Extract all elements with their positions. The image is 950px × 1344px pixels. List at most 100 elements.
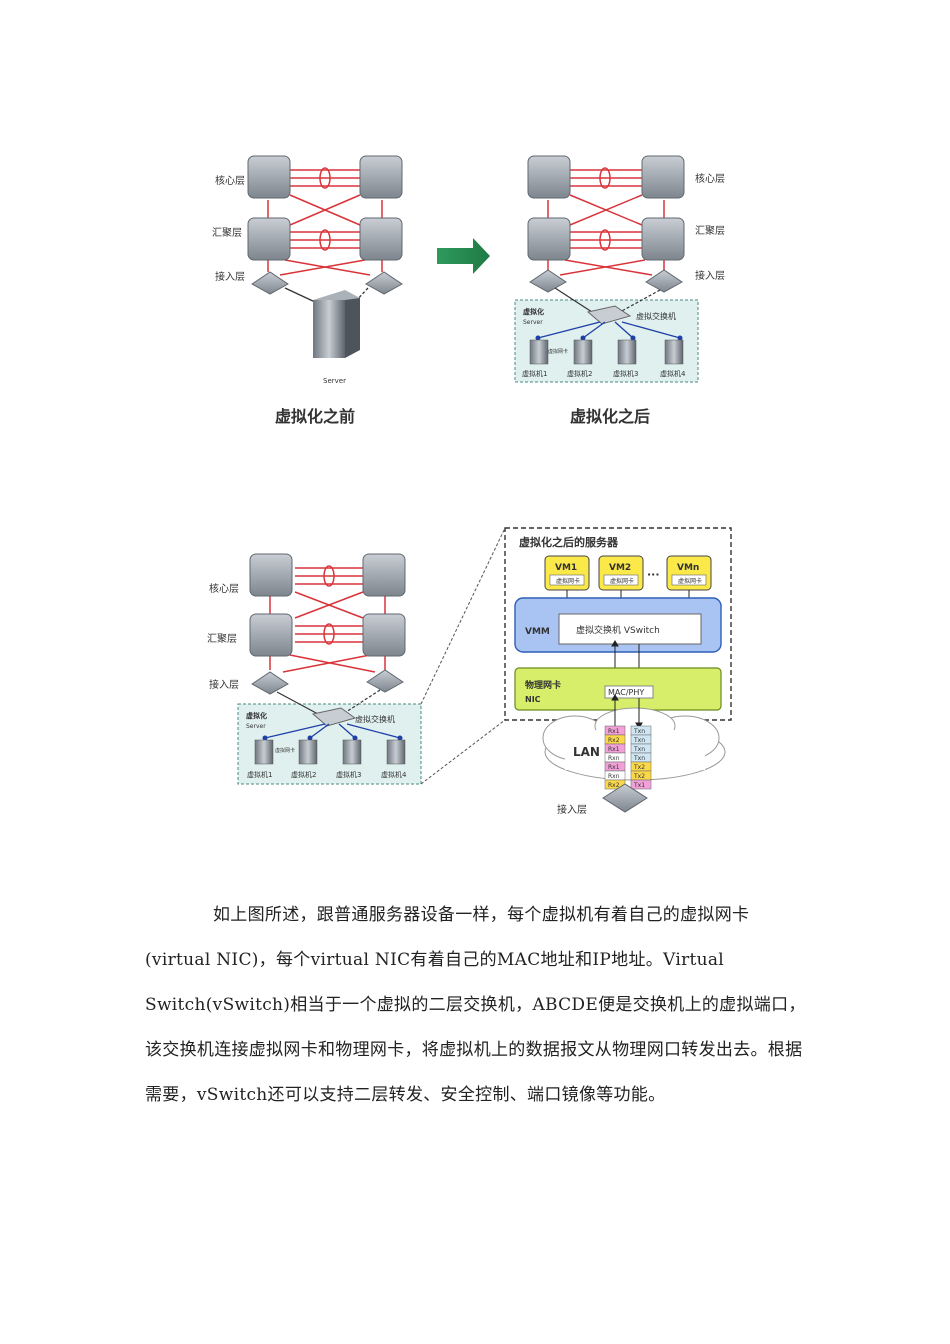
vswitch-box xyxy=(558,613,702,645)
rx-1: Rx1 xyxy=(608,728,620,735)
before-layer-access: 接入层 xyxy=(215,270,245,283)
switch-icon xyxy=(359,155,403,199)
switch-icon xyxy=(527,155,571,199)
switch-icon xyxy=(247,217,291,261)
tx-4: Txn xyxy=(633,755,645,762)
body-paragraph: 如上图所述，跟普通服务器设备一样，每个虚拟机有着自己的虚拟网卡(virtual … xyxy=(145,905,806,1105)
after-layer-aggregation: 汇聚层 xyxy=(695,224,725,237)
vm-n-name: VMn xyxy=(677,563,699,573)
switch-icon xyxy=(641,217,685,261)
tx-queue xyxy=(630,725,652,790)
switch-icon xyxy=(362,613,406,657)
caption-before: 虚拟化之前 xyxy=(275,407,355,426)
after-vm-2: 虚拟机2 xyxy=(567,369,592,378)
vm-icon xyxy=(342,739,362,765)
tx-3: Txn xyxy=(633,746,645,753)
tx-5: Tx2 xyxy=(633,764,645,771)
left-virt-label: 虚拟化 xyxy=(246,711,267,720)
vm-icon xyxy=(298,739,318,765)
rx-3: Rx1 xyxy=(608,746,620,753)
switch-icon xyxy=(362,553,406,597)
vm-icon xyxy=(529,339,549,365)
macphy-label: MAC/PHY xyxy=(608,688,644,697)
tx-7: Tx1 xyxy=(633,782,645,789)
left-vswitch-label: 虚拟交换机 xyxy=(355,714,395,724)
figure-before-after: 核心层 汇聚层 接入层 Server 虚拟化之前 核心层 汇聚层 接入层 xyxy=(212,155,725,426)
vswitch-icon xyxy=(586,305,632,325)
server-label: Server xyxy=(323,377,346,385)
after-layer-core: 核心层 xyxy=(695,172,725,185)
switch-icon xyxy=(527,217,571,261)
rx-2: Rx2 xyxy=(608,737,620,744)
vswitch-icon xyxy=(311,707,357,727)
left-layer-aggregation: 汇聚层 xyxy=(207,632,237,645)
nic-en-label: NIC xyxy=(525,695,541,704)
caption-after: 虚拟化之后 xyxy=(570,407,650,426)
before-layer-core: 核心层 xyxy=(215,174,245,187)
switch-icon xyxy=(359,217,403,261)
vm-ellipsis: ··· xyxy=(647,568,660,581)
tx-2: Txn xyxy=(633,737,645,744)
server-icon xyxy=(313,290,360,358)
left-layer-access: 接入层 xyxy=(209,678,239,691)
vm-icon xyxy=(386,739,406,765)
access-switch-icon xyxy=(251,271,289,295)
transition-arrow-icon xyxy=(437,238,490,274)
macphy-box xyxy=(604,685,654,699)
switch-icon xyxy=(249,613,293,657)
before-layer-aggregation: 汇聚层 xyxy=(212,226,242,239)
after-virt-sub: Server xyxy=(523,319,543,326)
access-switch-icon xyxy=(251,671,289,695)
vm-1-nic: 虚拟网卡 xyxy=(556,577,580,585)
left-switches xyxy=(249,553,406,695)
vm-2-nic: 虚拟网卡 xyxy=(610,577,634,585)
left-links xyxy=(269,565,386,673)
rx-5: Rx1 xyxy=(608,764,620,771)
after-vm-3: 虚拟机3 xyxy=(613,369,638,378)
left-vm-1: 虚拟机1 xyxy=(247,770,272,779)
vm-icon xyxy=(254,739,274,765)
after-links xyxy=(547,167,665,276)
vm-2-name: VM2 xyxy=(609,563,631,573)
left-vnic-label: 虚拟网卡 xyxy=(275,747,295,754)
detail-access-label: 接入层 xyxy=(557,803,587,816)
left-vm-3: 虚拟机3 xyxy=(336,770,361,779)
vm-icon xyxy=(573,339,593,365)
detail-title: 虚拟化之后的服务器 xyxy=(519,535,619,549)
vm-icon xyxy=(617,339,637,365)
vm-1-name: VM1 xyxy=(555,563,577,573)
before-switches xyxy=(247,155,403,295)
tx-1: Txn xyxy=(633,728,645,735)
access-switch-icon xyxy=(645,269,683,293)
access-switch-icon xyxy=(366,669,404,693)
vm-n-nic: 虚拟网卡 xyxy=(678,577,702,585)
after-virt-label: 虚拟化 xyxy=(523,307,544,316)
left-layer-core: 核心层 xyxy=(209,582,239,595)
access-switch-icon xyxy=(365,271,403,295)
tx-6: Tx2 xyxy=(633,773,645,780)
access-switch-icon xyxy=(529,269,567,293)
after-layer-access: 接入层 xyxy=(695,269,725,282)
rx-6: Rxn xyxy=(608,773,620,780)
switch-icon xyxy=(249,553,293,597)
nic-cn-label: 物理网卡 xyxy=(525,679,561,691)
vmm-label: VMM xyxy=(525,627,550,637)
rx-7: Rx2 xyxy=(608,782,620,789)
access-switch-icon xyxy=(602,783,648,813)
rx-queue xyxy=(604,725,626,790)
vswitch-name: 虚拟交换机 VSwitch xyxy=(576,624,660,636)
vm-icon xyxy=(664,339,684,365)
lan-label: LAN xyxy=(573,745,600,759)
after-vnic-label: 虚拟网卡 xyxy=(548,348,568,355)
left-vm-2: 虚拟机2 xyxy=(291,770,316,779)
switch-icon xyxy=(247,155,291,199)
figure-vswitch-detail: 核心层 汇聚层 接入层 虚拟化 Server 虚拟交换机 虚拟网卡 虚拟机1 虚… xyxy=(207,527,732,816)
after-switches xyxy=(527,155,685,293)
left-vm-4: 虚拟机4 xyxy=(381,770,407,779)
rx-4: Rxn xyxy=(608,755,620,762)
switch-icon xyxy=(641,155,685,199)
after-vm-4: 虚拟机4 xyxy=(660,369,686,378)
after-vm-1: 虚拟机1 xyxy=(522,369,547,378)
after-vswitch-label: 虚拟交换机 xyxy=(636,311,676,321)
left-virt-sub: Server xyxy=(246,723,266,730)
